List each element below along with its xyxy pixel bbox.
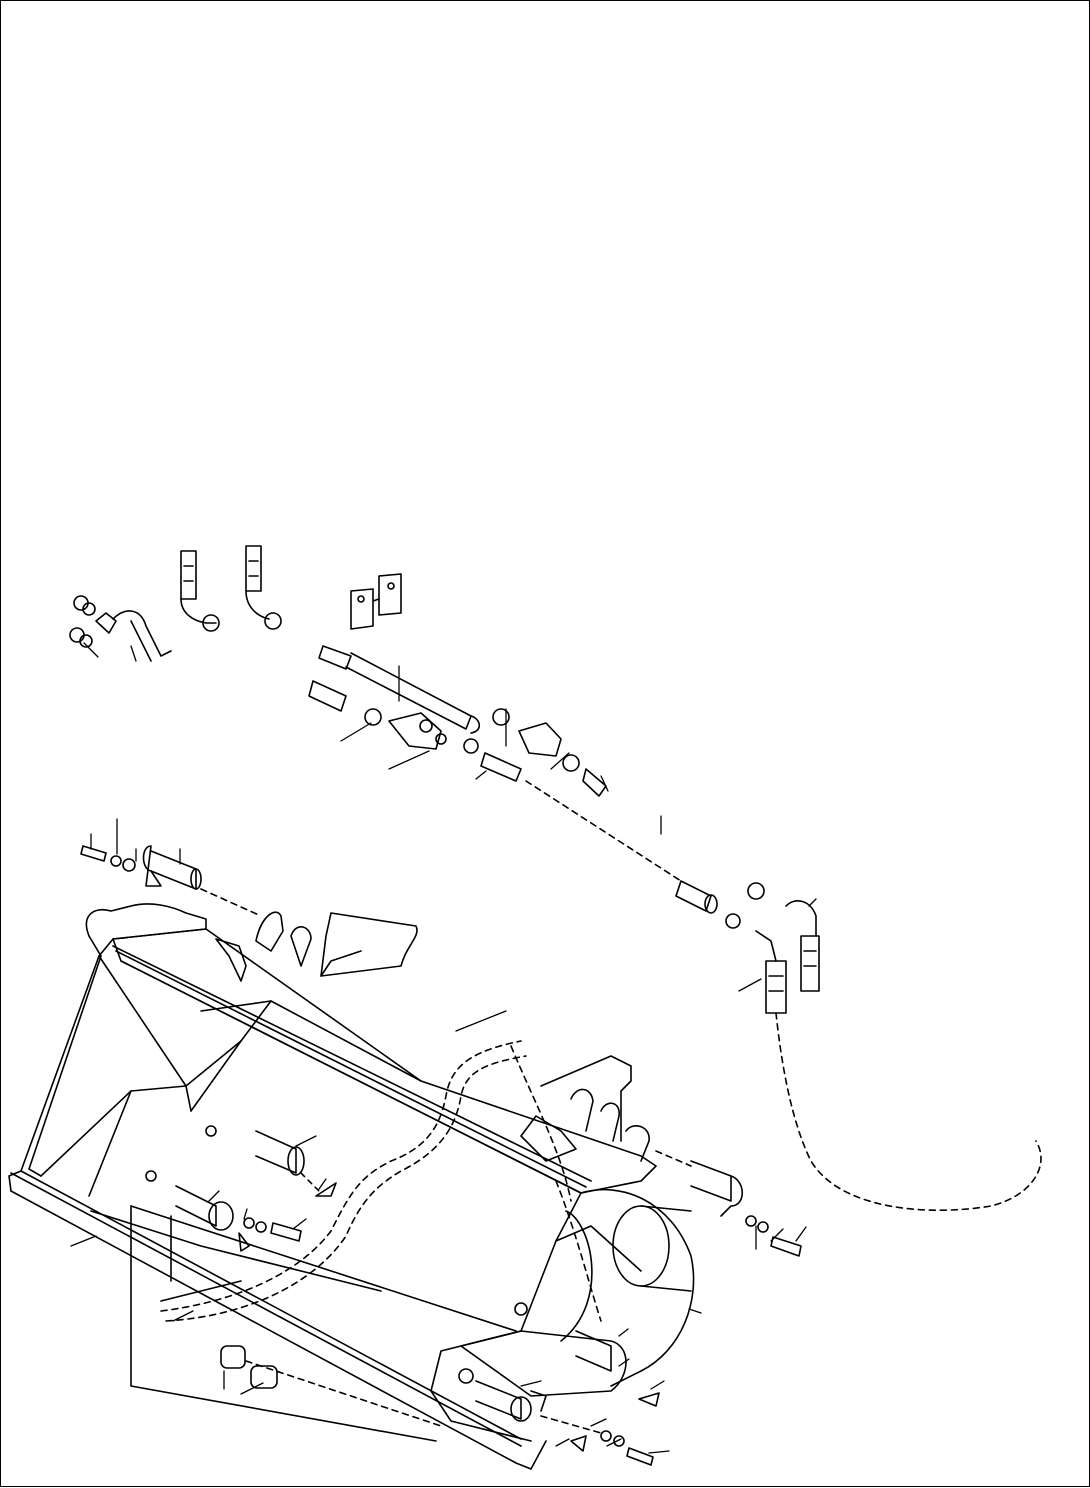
bolt-upper-left (81, 846, 106, 861)
pipe-clamp (351, 574, 401, 629)
bottom-pin-group (476, 1331, 659, 1465)
lower-hinge-ear (461, 1331, 626, 1396)
hose-route-right-dashed (776, 1013, 1041, 1210)
left-upper-pin-group (81, 846, 261, 916)
bucket-assembly (9, 904, 694, 1469)
rear-boss (613, 1206, 669, 1286)
upper-pin-left (151, 851, 196, 889)
right-pin-group (656, 1151, 801, 1256)
hose-route-dashed (161, 1041, 521, 1311)
washer (123, 859, 135, 871)
hinge-bracket-right (521, 1116, 576, 1161)
washer (111, 856, 121, 866)
hose-elbow-1 (181, 551, 219, 631)
leader-lines (71, 643, 816, 1453)
hose-fittings-top-left (70, 596, 171, 661)
bucket-right-side-plate (431, 1193, 581, 1441)
bucket-cutting-edge (11, 1191, 546, 1469)
bucket-teeth-adapters (221, 1346, 441, 1426)
hinge-bracket-left (216, 939, 246, 981)
pipe-route-dashed (526, 781, 681, 881)
hose-fittings-right (676, 881, 819, 1013)
center-pin-group (176, 1131, 336, 1251)
hose-elbow-2 (246, 546, 281, 629)
hydraulic-pipe-assembly (309, 646, 606, 796)
